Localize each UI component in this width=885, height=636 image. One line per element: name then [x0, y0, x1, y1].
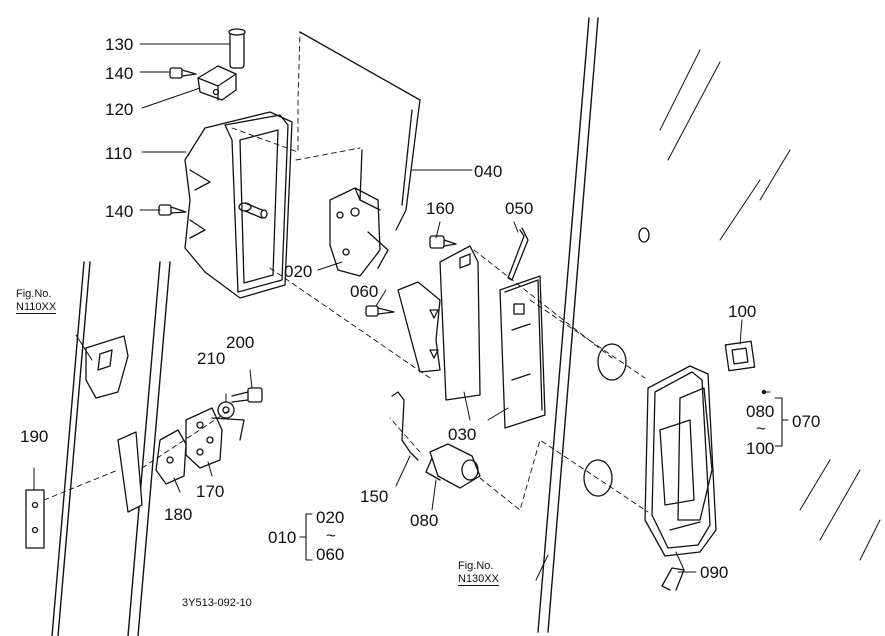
callout-100-ring: 100 — [728, 302, 757, 321]
fig-ref-n110xx: Fig.No. N110XX — [16, 288, 57, 315]
callout-080: 080 — [410, 511, 439, 530]
callout-180: 180 — [164, 505, 193, 524]
spring-050 — [507, 227, 529, 281]
fig-ref-n130xx-line1: Fig.No. — [458, 560, 494, 572]
callout-020: 020 — [284, 262, 313, 281]
pin-130 — [228, 28, 246, 69]
plate-190 — [25, 489, 45, 549]
assembly-lines — [43, 31, 649, 513]
callout-190: 190 — [20, 427, 49, 446]
glass-hole — [638, 227, 650, 243]
rod-040 — [299, 31, 421, 231]
bracket-n110xx — [85, 335, 129, 399]
callout-200: 200 — [226, 333, 255, 352]
fig-ref-n130xx-line2: N130XX — [458, 572, 499, 587]
callout-120: 120 — [105, 100, 134, 119]
callout-040: 040 — [474, 162, 503, 181]
fig-ref-n130xx: Fig.No. N130XX — [458, 560, 499, 587]
screw-140a — [169, 67, 197, 79]
latch-plates-030 — [397, 245, 546, 429]
screw-140b — [158, 204, 187, 216]
glass-hatch — [659, 49, 881, 561]
range-bracket-070 — [774, 397, 789, 447]
bracket-120 — [197, 65, 237, 101]
bolt-200 — [231, 387, 263, 403]
ring-100 — [724, 340, 756, 372]
callout-210: 210 — [197, 349, 226, 368]
callout-170: 170 — [196, 482, 225, 501]
washer-210 — [217, 401, 235, 419]
fig-ref-n110xx-line2: N110XX — [16, 300, 57, 315]
range-bracket-010 — [299, 513, 313, 561]
striker-plate — [117, 431, 143, 513]
housing-cover-110 — [184, 111, 293, 299]
callout-150: 150 — [360, 487, 389, 506]
clip-090 — [661, 567, 685, 591]
callout-070: 070 — [792, 412, 821, 431]
callout-140-upper: 140 — [105, 64, 134, 83]
plate-170 — [185, 407, 245, 469]
fig-ref-n110xx-line1: Fig.No. — [16, 288, 52, 300]
lock-body-020 — [329, 149, 389, 277]
callout-030: 030 — [448, 425, 477, 444]
rod-150 — [391, 391, 419, 461]
handle-070 — [644, 365, 717, 557]
glass-opening-lower — [583, 459, 613, 497]
callout-140-lower: 140 — [105, 202, 134, 221]
callout-050: 050 — [505, 199, 534, 218]
screw-060 — [365, 305, 395, 317]
drawing-code: 3Y513-092-10 — [182, 597, 252, 609]
range-070-tilde: ~ — [756, 419, 766, 438]
plate-180 — [155, 429, 187, 485]
callout-060: 060 — [350, 282, 379, 301]
dot-marker — [761, 389, 767, 395]
callout-010: 010 — [268, 528, 297, 547]
leader-lines — [33, 43, 771, 581]
range-010-end: 060 — [316, 545, 345, 564]
nut-160 — [429, 235, 457, 249]
range-010-start: 020 — [316, 508, 345, 527]
callout-130: 130 — [105, 35, 134, 54]
range-070-start: 080 — [746, 402, 775, 421]
callout-090: 090 — [700, 563, 729, 582]
range-010-tilde: ~ — [326, 526, 336, 545]
callout-110: 110 — [105, 144, 133, 163]
cylinder-080 — [425, 443, 481, 489]
door-panel-lines — [51, 17, 599, 636]
range-070-end: 100 — [746, 439, 775, 458]
glass-opening-upper — [597, 343, 627, 381]
callout-160: 160 — [426, 199, 455, 218]
